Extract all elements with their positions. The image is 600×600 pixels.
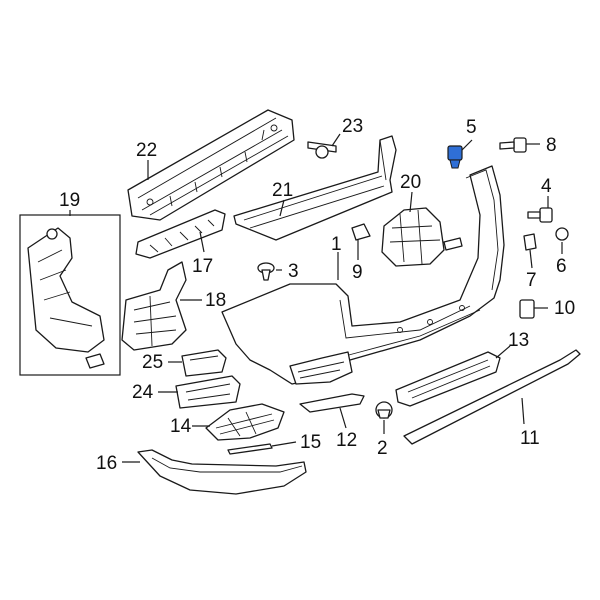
callout-20: 20 — [400, 172, 421, 193]
part-9-clip — [351, 223, 371, 241]
callout-7: 7 — [526, 270, 537, 291]
part-8-bolt — [499, 137, 527, 153]
part-15-trim-strip — [227, 443, 273, 455]
part-20-duct — [381, 207, 463, 267]
callout-15: 15 — [300, 432, 321, 453]
part-6-nut — [555, 227, 569, 241]
callout-10: 10 — [554, 298, 575, 319]
callout-labels: 1 2 3 4 5 6 7 8 9 10 11 12 13 14 15 16 1… — [59, 116, 575, 474]
callout-11: 11 — [520, 428, 540, 449]
part-18-side-bracket — [121, 261, 187, 351]
callout-2: 2 — [377, 438, 388, 459]
part-7-clip — [523, 233, 537, 251]
callout-18: 18 — [205, 290, 226, 311]
part-24-bracket — [175, 375, 241, 409]
part-4-bolt — [527, 207, 553, 223]
callout-12: 12 — [336, 430, 357, 451]
leader-lines — [69, 133, 563, 463]
callout-9: 9 — [352, 262, 363, 283]
part-12-reflector — [299, 393, 365, 413]
part-22-reinforcement-beam — [127, 109, 295, 221]
part-14-grille — [205, 403, 285, 441]
part-11-lower-trim — [403, 349, 581, 445]
part-16-lower-valance — [137, 449, 307, 495]
part-1-bumper-cover — [221, 165, 505, 385]
callout-4: 4 — [541, 176, 552, 197]
callout-3: 3 — [288, 261, 299, 282]
callout-25: 25 — [142, 352, 163, 373]
part-25-bracket — [181, 349, 227, 377]
part-21-reinforcement-bar — [233, 135, 397, 241]
callout-14: 14 — [170, 416, 192, 437]
part-3-push-clip — [257, 262, 275, 281]
callout-24: 24 — [132, 382, 154, 403]
callout-16: 16 — [96, 453, 117, 474]
part-5-highlighted-fastener — [447, 145, 463, 169]
callout-1: 1 — [331, 234, 342, 255]
part-19-inset — [19, 214, 121, 376]
part-13-diffuser — [395, 351, 501, 407]
part-17-absorber-bracket — [135, 209, 226, 259]
callout-22: 22 — [136, 140, 157, 161]
callout-13: 13 — [508, 330, 529, 351]
part-10-retainer — [519, 299, 535, 319]
callout-17: 17 — [192, 256, 213, 277]
callout-19: 19 — [59, 190, 80, 211]
part-23-bolt — [307, 141, 337, 159]
part-2-fastener — [375, 401, 393, 419]
callout-23: 23 — [342, 116, 363, 137]
callout-8: 8 — [546, 135, 557, 156]
callout-5: 5 — [466, 117, 477, 138]
callout-21: 21 — [272, 180, 293, 201]
callout-6: 6 — [556, 256, 567, 277]
